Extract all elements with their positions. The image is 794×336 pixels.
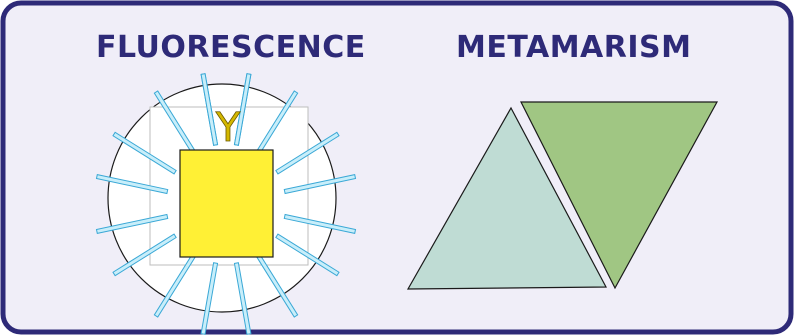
yellow-letter: Y — [215, 105, 241, 151]
fluorescence-illustration: Y — [95, 73, 357, 335]
metamerism-illustration — [406, 101, 719, 290]
light-ray-13 — [95, 213, 169, 234]
metamarism-title: METAMARISM — [456, 30, 692, 65]
green-triangle — [520, 101, 719, 290]
light-ray-5 — [283, 174, 357, 195]
light-ray-7 — [275, 233, 340, 277]
light-ray-10 — [200, 262, 219, 335]
fluorescence-title: FLUORESCENCE — [96, 30, 366, 65]
light-ray-6 — [283, 213, 357, 234]
light-ray-12 — [112, 233, 177, 277]
teal-triangle — [406, 106, 607, 290]
light-ray-17 — [200, 73, 219, 146]
light-ray-4 — [275, 131, 340, 175]
yellow-square — [179, 149, 274, 258]
light-ray-14 — [95, 174, 169, 195]
light-rays — [95, 73, 357, 335]
light-ray-15 — [112, 131, 177, 175]
light-ray-9 — [233, 262, 252, 335]
light-ray-18 — [233, 73, 252, 146]
